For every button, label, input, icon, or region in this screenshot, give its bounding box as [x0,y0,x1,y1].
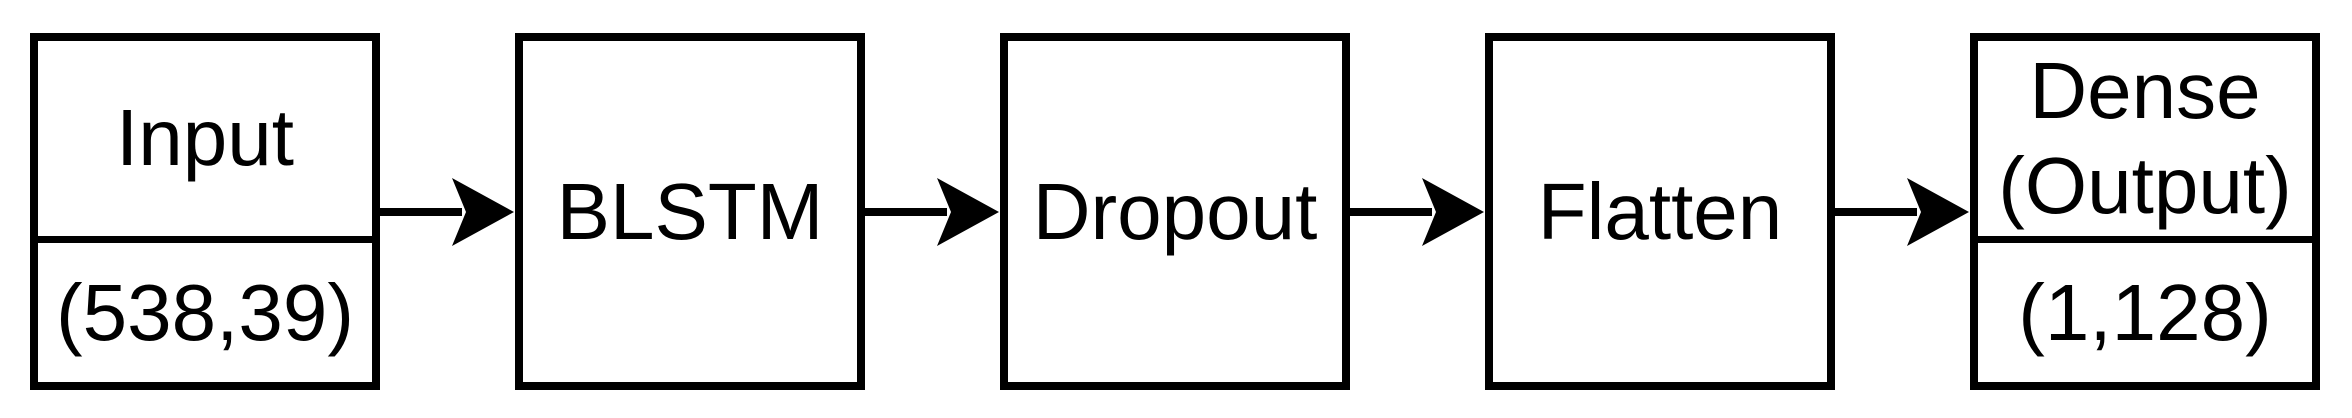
arrow-right-icon [1350,177,1484,246]
node-input: Input (538,39) [30,33,380,390]
node-blstm: BLSTM [515,33,865,390]
node-dense-shape-cell: (1,128) [1978,243,2312,382]
node-dense-label: Dense [2029,46,2261,136]
node-input-title-cell: Input [38,41,372,243]
node-input-label: Input [116,93,294,183]
node-dense-output: Dense (Output) (1,128) [1970,33,2320,390]
node-dropout-label: Dropout [1032,166,1318,256]
node-dense-shape: (1,128) [2018,267,2272,357]
node-flatten: Flatten [1485,33,1835,390]
node-blstm-label: BLSTM [556,166,824,256]
node-input-shape-cell: (538,39) [38,243,372,382]
node-dense-title-cell: Dense (Output) [1978,41,2312,243]
arrow-right-icon [1835,177,1969,246]
node-flatten-label: Flatten [1537,166,1783,256]
flow-row: Input (538,39) BLSTM Dropout [30,33,2320,390]
node-dense-sublabel: (Output) [1998,140,2292,230]
arrow-right-icon [380,177,514,246]
node-dropout: Dropout [1000,33,1350,390]
arrow-right-icon [865,177,999,246]
node-input-shape: (538,39) [56,267,354,357]
